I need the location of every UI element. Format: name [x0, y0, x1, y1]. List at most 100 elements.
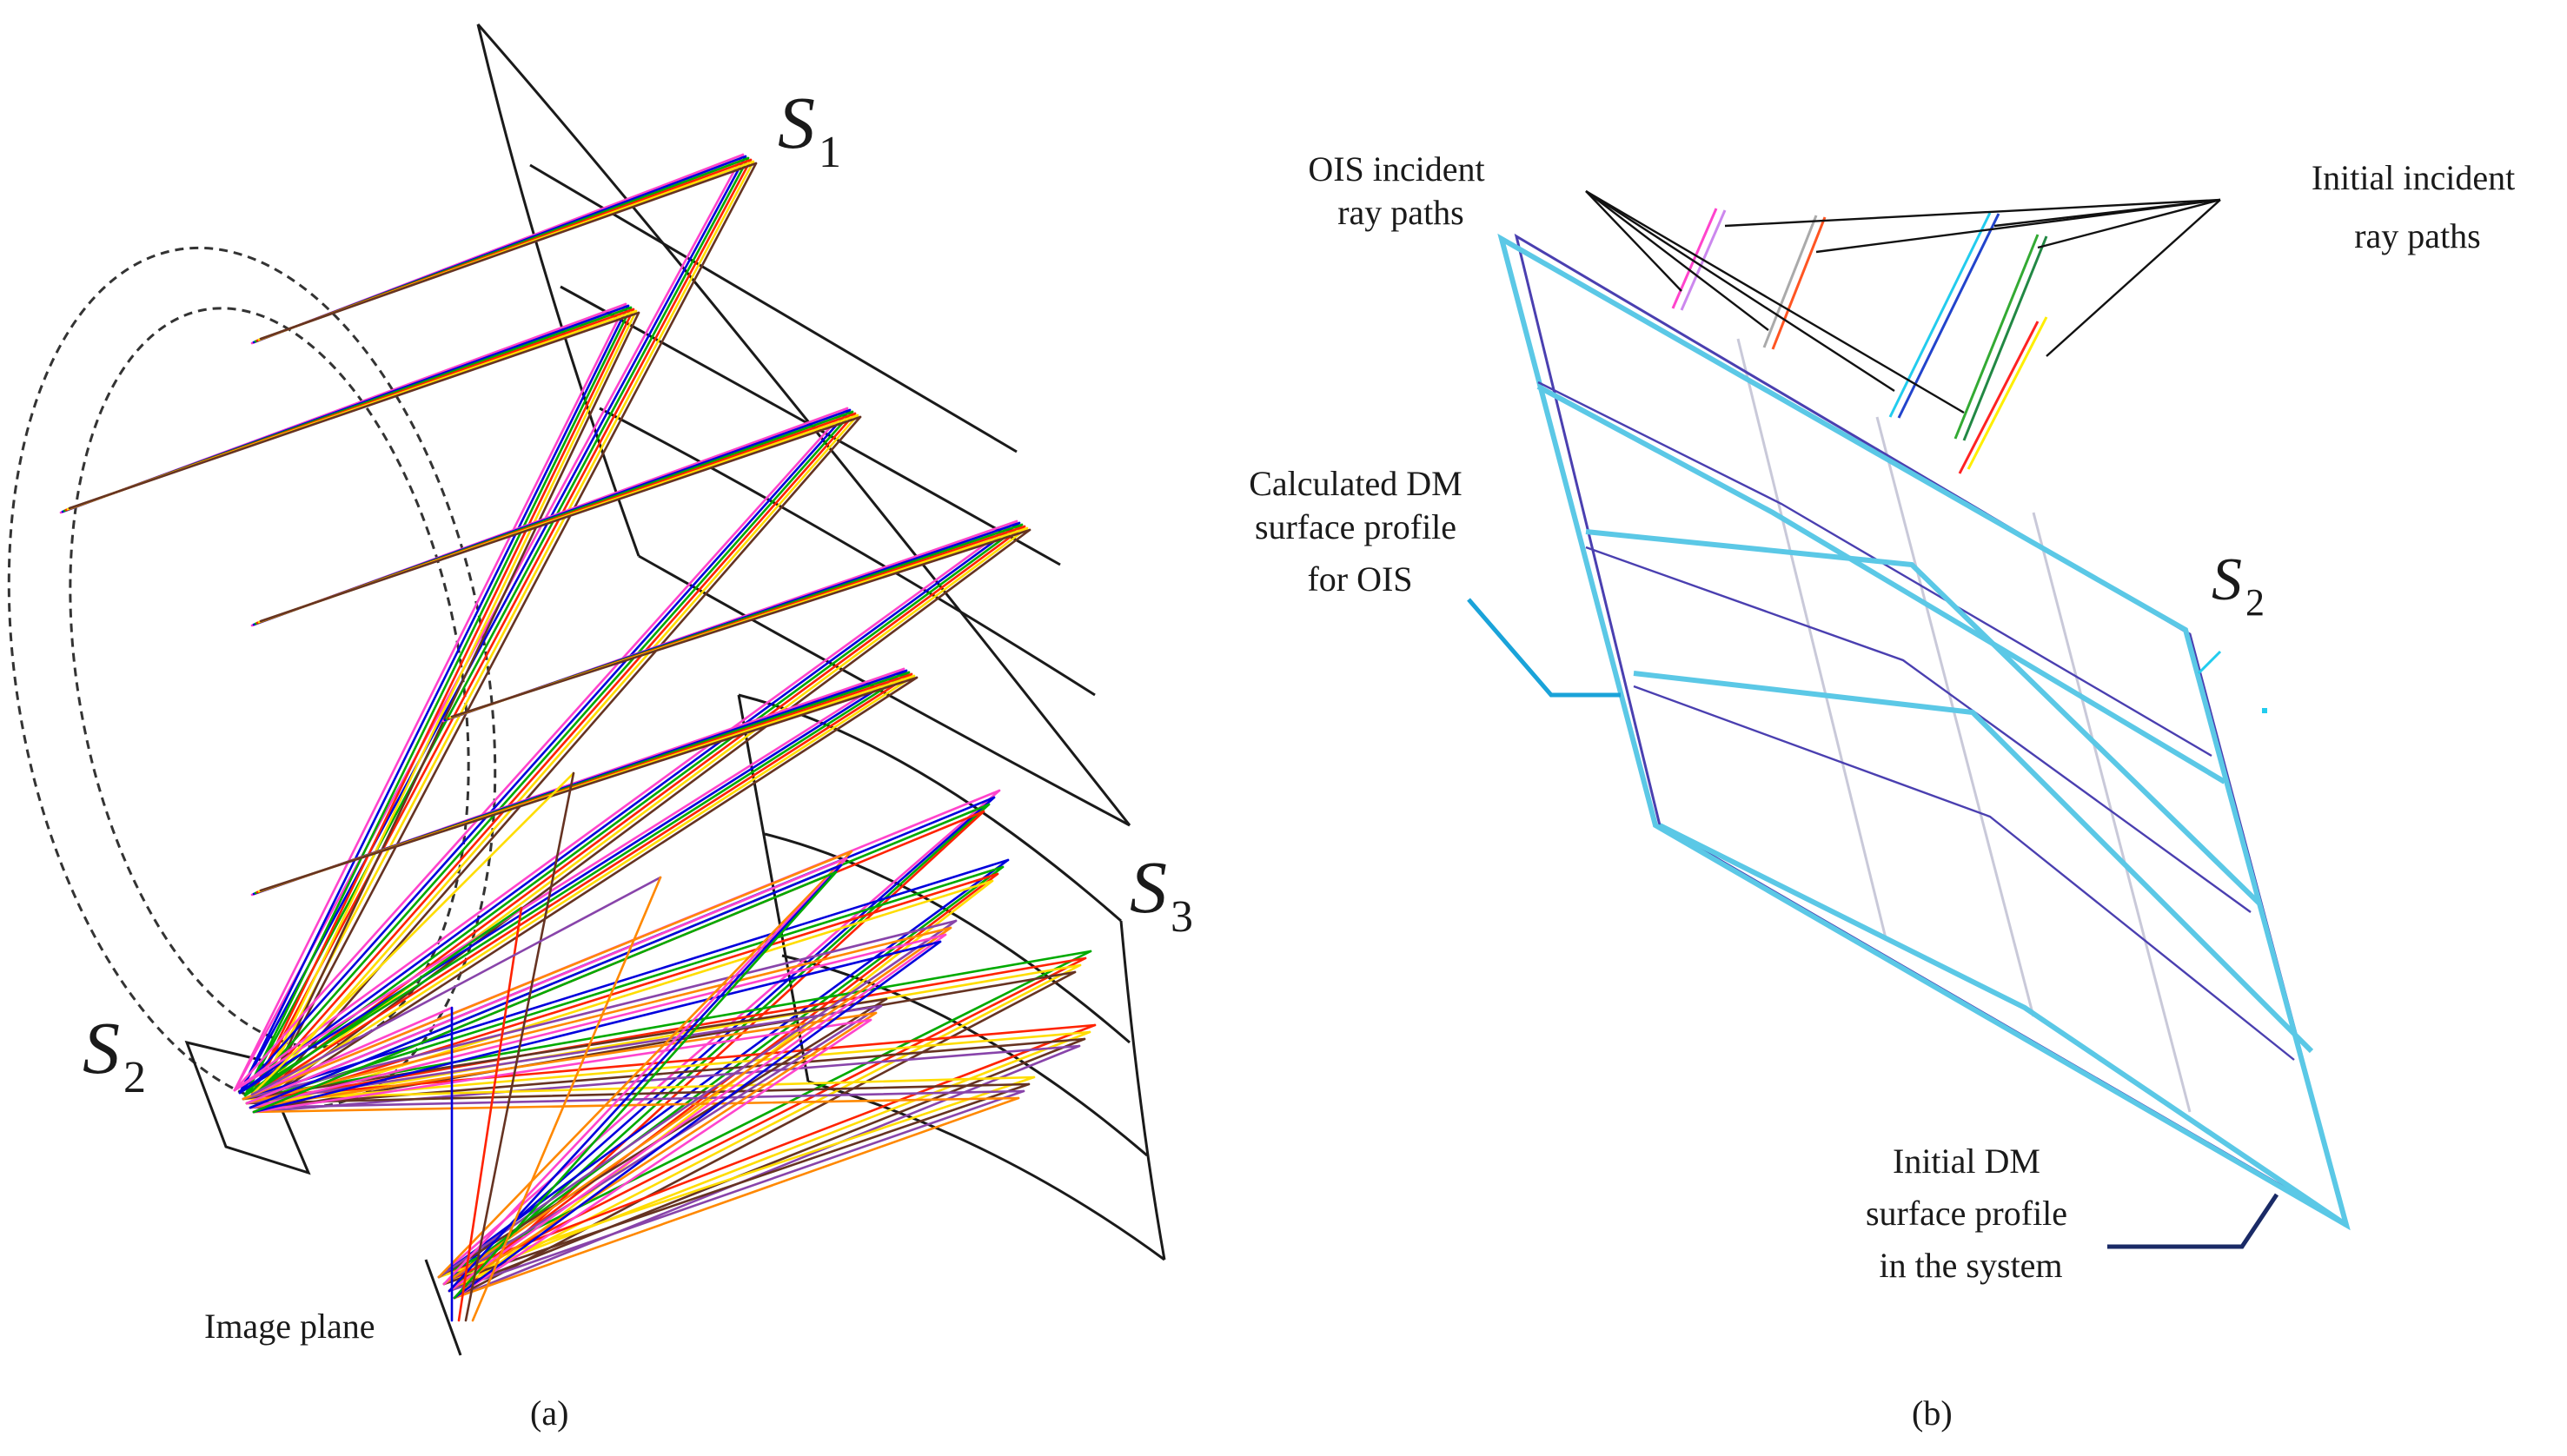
grid-line	[1736, 338, 1887, 939]
reflected-ray-to-s2	[243, 156, 750, 1097]
zigzag-ray	[464, 771, 575, 1322]
zigzag-ray	[250, 771, 575, 1096]
ray-to-image	[448, 803, 991, 1293]
ray-to-image	[448, 963, 1082, 1293]
ray-to-image	[448, 1037, 1086, 1293]
reflected-ray-to-s2	[254, 526, 1029, 1102]
aperture-inner-dashed	[69, 307, 470, 1049]
reflected-ray-to-s2	[243, 306, 633, 1097]
reflected-ray-to-s2	[249, 308, 635, 1100]
ray-to-image	[453, 870, 838, 1300]
label-image-plane: Image plane	[204, 1307, 375, 1346]
ray-to-image	[442, 1030, 1091, 1286]
ray-to-image	[448, 933, 947, 1293]
reflected-ray-to-s2	[259, 415, 862, 1105]
incident-ray-segments	[1671, 208, 2267, 713]
label-s3: S3	[1130, 845, 1193, 942]
zigzag-ray	[457, 906, 523, 1322]
ray-to-image	[453, 940, 942, 1300]
zigzag-ray	[250, 1006, 454, 1096]
incident-ray	[68, 311, 640, 510]
initial-profile-leader	[2107, 1193, 2279, 1249]
reflected-ray-to-s2	[243, 410, 854, 1097]
calculated-dm-outline	[1497, 233, 2351, 1231]
label-s2-b: S2	[2212, 546, 2265, 624]
ray-to-image	[448, 1089, 1025, 1293]
ray-to-image	[453, 970, 1077, 1300]
zigzag-ray	[471, 876, 662, 1322]
panel-b-dm-profile: OIS incident ray paths Initial incident …	[1249, 149, 2515, 1433]
ray-to-s3	[252, 1096, 1020, 1114]
ray-to-s3	[242, 850, 853, 1101]
ray-to-s3	[252, 870, 838, 1114]
reflected-ray-to-s2	[254, 674, 916, 1102]
reflected-ray-to-s2	[233, 302, 627, 1092]
ray-to-s3	[249, 963, 1082, 1109]
initial-leader-lines	[1724, 198, 2221, 357]
ray-to-image	[453, 810, 985, 1300]
incident-ray	[450, 528, 1031, 718]
initial-dm-outline	[1514, 233, 2349, 1227]
ray-to-s3	[249, 1011, 878, 1109]
ray-to-s3	[242, 1075, 1036, 1101]
reflected-ray-to-s2	[238, 408, 852, 1095]
label-initial-dm: Initial DM surface profile in the system	[1866, 1142, 2076, 1285]
reflected-ray-to-s2	[249, 525, 1026, 1100]
reflected-ray-to-s2	[254, 309, 638, 1102]
ray-to-s3	[249, 872, 999, 1109]
ray-to-s3	[252, 970, 1077, 1114]
reflected-ray-to-s2	[249, 158, 753, 1100]
reflected-ray-to-s2	[249, 672, 913, 1100]
ray-to-image	[442, 1082, 1031, 1286]
ray-to-s3	[252, 1044, 1081, 1114]
surface-s2-small	[184, 1040, 311, 1175]
ray-bundle-a	[59, 153, 1097, 1322]
ois-leader-lines	[1585, 189, 1965, 414]
ray-to-image	[442, 857, 848, 1286]
reflected-ray-to-s2	[243, 671, 911, 1097]
surface-s3	[737, 693, 1166, 1261]
ray-to-s3	[249, 933, 947, 1109]
reflected-ray-to-s2	[254, 160, 755, 1102]
ray-to-s3	[249, 1089, 1025, 1109]
reflected-ray-to-s2	[259, 528, 1031, 1105]
image-plane-line	[424, 1259, 462, 1356]
profile-lines	[1536, 381, 2348, 1228]
ray-to-image	[453, 1096, 1020, 1300]
ray-to-image	[453, 1018, 872, 1300]
incident-ray	[259, 676, 919, 892]
label-s2-a: S2	[83, 1006, 146, 1102]
ray-to-image	[453, 1044, 1081, 1300]
caption-b: (b)	[1912, 1393, 1953, 1433]
ray-to-image	[442, 926, 952, 1286]
reflected-ray-to-s2	[259, 162, 758, 1105]
ray-to-image	[437, 950, 1092, 1279]
calc-profile-leader	[1467, 598, 1621, 698]
reflected-ray-to-s2	[238, 155, 747, 1095]
reflected-ray-to-s2	[254, 414, 859, 1102]
reflected-ray-to-s2	[243, 523, 1024, 1097]
ray-to-s3	[249, 1037, 1086, 1109]
ray-to-image	[442, 796, 996, 1286]
dm-grid	[1736, 338, 2192, 1113]
grid-line	[1875, 416, 2035, 1017]
ray-to-s3	[249, 864, 843, 1109]
ray-to-image	[437, 1075, 1036, 1279]
reflected-ray-to-s2	[233, 153, 745, 1092]
ray-to-image	[437, 850, 853, 1279]
reflected-ray-to-s2	[238, 669, 908, 1095]
reflected-ray-to-s2	[259, 311, 640, 1105]
zigzag-ray	[250, 906, 523, 1096]
ray-to-s3	[252, 879, 994, 1114]
label-calc-dm: Calculated DM surface profile for OIS	[1249, 464, 1471, 599]
reflected-ray-to-s2	[233, 407, 849, 1092]
reflected-ray-to-s2	[238, 304, 630, 1095]
zigzag-ray	[250, 876, 662, 1096]
caption-a: (a)	[530, 1393, 568, 1433]
reflected-ray-to-s2	[238, 521, 1021, 1095]
label-ois-incident: OIS incident ray paths	[1308, 149, 1493, 232]
reflected-ray-to-s2	[233, 667, 905, 1092]
ray-to-s3	[245, 926, 952, 1105]
ray-to-image	[442, 956, 1087, 1286]
